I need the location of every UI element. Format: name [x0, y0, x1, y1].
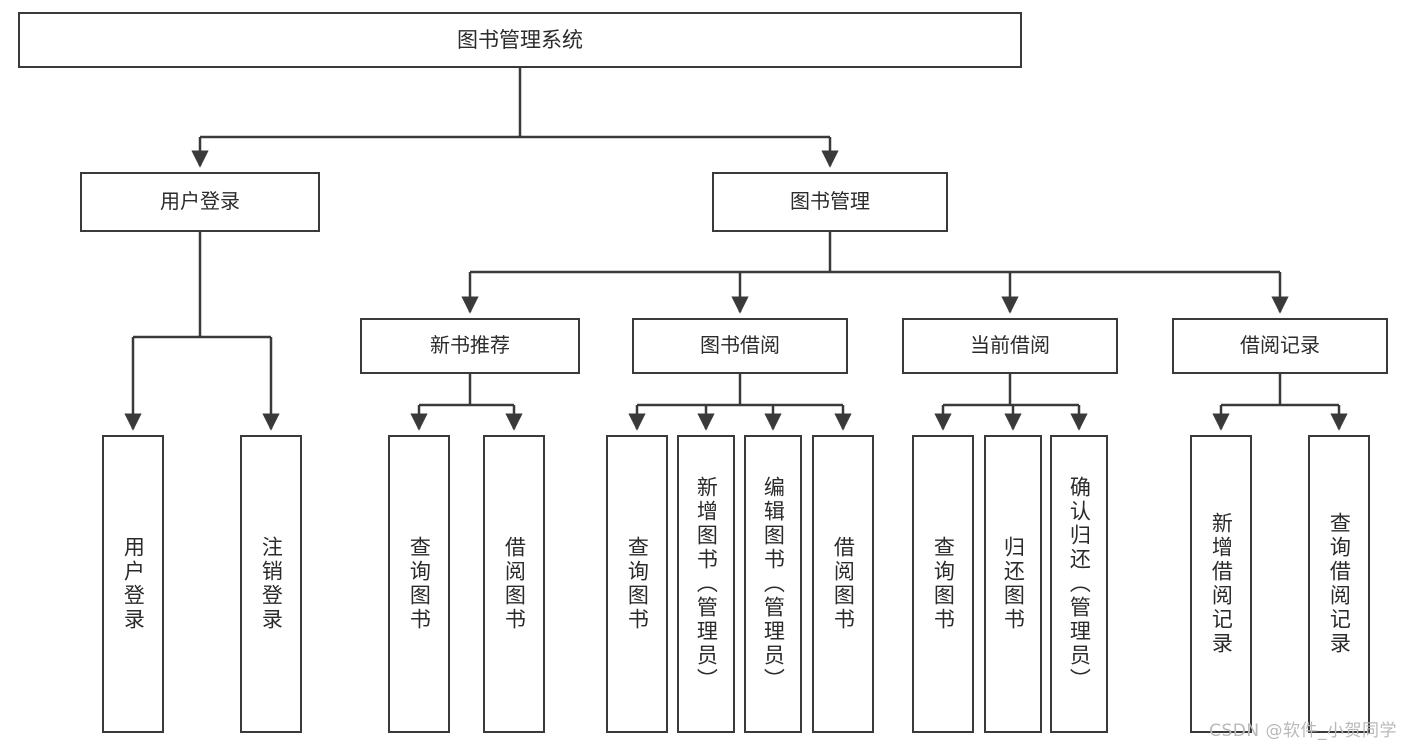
node-book-borrow-label: 图书借阅	[700, 333, 780, 358]
node-new-book-recommend[interactable]: 新书推荐	[360, 318, 580, 374]
node-leaf-borrow-book-rec-label: 借阅图书	[502, 536, 527, 632]
node-book-manage-label: 图书管理	[790, 189, 870, 214]
node-leaf-add-borrow-record-label: 新增借阅记录	[1209, 512, 1234, 656]
node-borrow-record-label: 借阅记录	[1240, 333, 1320, 358]
node-book-borrow[interactable]: 图书借阅	[632, 318, 848, 374]
node-root-system[interactable]: 图书管理系统	[18, 12, 1022, 68]
node-leaf-edit-book[interactable]: 编辑图书（管理员）	[744, 435, 802, 733]
node-leaf-edit-book-label: 编辑图书（管理员）	[761, 476, 786, 692]
csdn-watermark: CSDN @软件_小贺同学	[1209, 721, 1397, 741]
node-leaf-query-book-cur-label: 查询图书	[931, 536, 956, 632]
node-book-manage[interactable]: 图书管理	[712, 172, 948, 232]
node-leaf-return-book[interactable]: 归还图书	[984, 435, 1042, 733]
node-leaf-query-book-rec-label: 查询图书	[407, 536, 432, 632]
node-leaf-user-login[interactable]: 用户登录	[102, 435, 164, 733]
node-leaf-logout-login-label: 注销登录	[259, 536, 284, 632]
node-leaf-query-book-borrow[interactable]: 查询图书	[606, 435, 668, 733]
node-leaf-borrow-book-rec[interactable]: 借阅图书	[483, 435, 545, 733]
node-leaf-query-book-borrow-label: 查询图书	[625, 536, 650, 632]
node-new-book-recommend-label: 新书推荐	[430, 333, 510, 358]
node-current-borrow-label: 当前借阅	[970, 333, 1050, 358]
node-user-login[interactable]: 用户登录	[80, 172, 320, 232]
node-borrow-record[interactable]: 借阅记录	[1172, 318, 1388, 374]
node-leaf-user-login-label: 用户登录	[121, 536, 146, 632]
node-leaf-query-book-cur[interactable]: 查询图书	[912, 435, 974, 733]
node-user-login-label: 用户登录	[160, 189, 240, 214]
node-leaf-query-borrow-record-label: 查询借阅记录	[1327, 512, 1352, 656]
node-leaf-query-book-rec[interactable]: 查询图书	[388, 435, 450, 733]
node-leaf-confirm-return-label: 确认归还（管理员）	[1067, 476, 1092, 692]
node-leaf-borrow-book[interactable]: 借阅图书	[812, 435, 874, 733]
node-current-borrow[interactable]: 当前借阅	[902, 318, 1118, 374]
node-leaf-logout-login[interactable]: 注销登录	[240, 435, 302, 733]
node-leaf-add-borrow-record[interactable]: 新增借阅记录	[1190, 435, 1252, 733]
node-leaf-borrow-book-label: 借阅图书	[831, 536, 856, 632]
node-leaf-add-book[interactable]: 新增图书（管理员）	[677, 435, 735, 733]
node-leaf-confirm-return[interactable]: 确认归还（管理员）	[1050, 435, 1108, 733]
node-leaf-query-borrow-record[interactable]: 查询借阅记录	[1308, 435, 1370, 733]
node-leaf-return-book-label: 归还图书	[1001, 536, 1026, 632]
node-root-system-label: 图书管理系统	[457, 27, 583, 52]
node-leaf-add-book-label: 新增图书（管理员）	[694, 476, 719, 692]
